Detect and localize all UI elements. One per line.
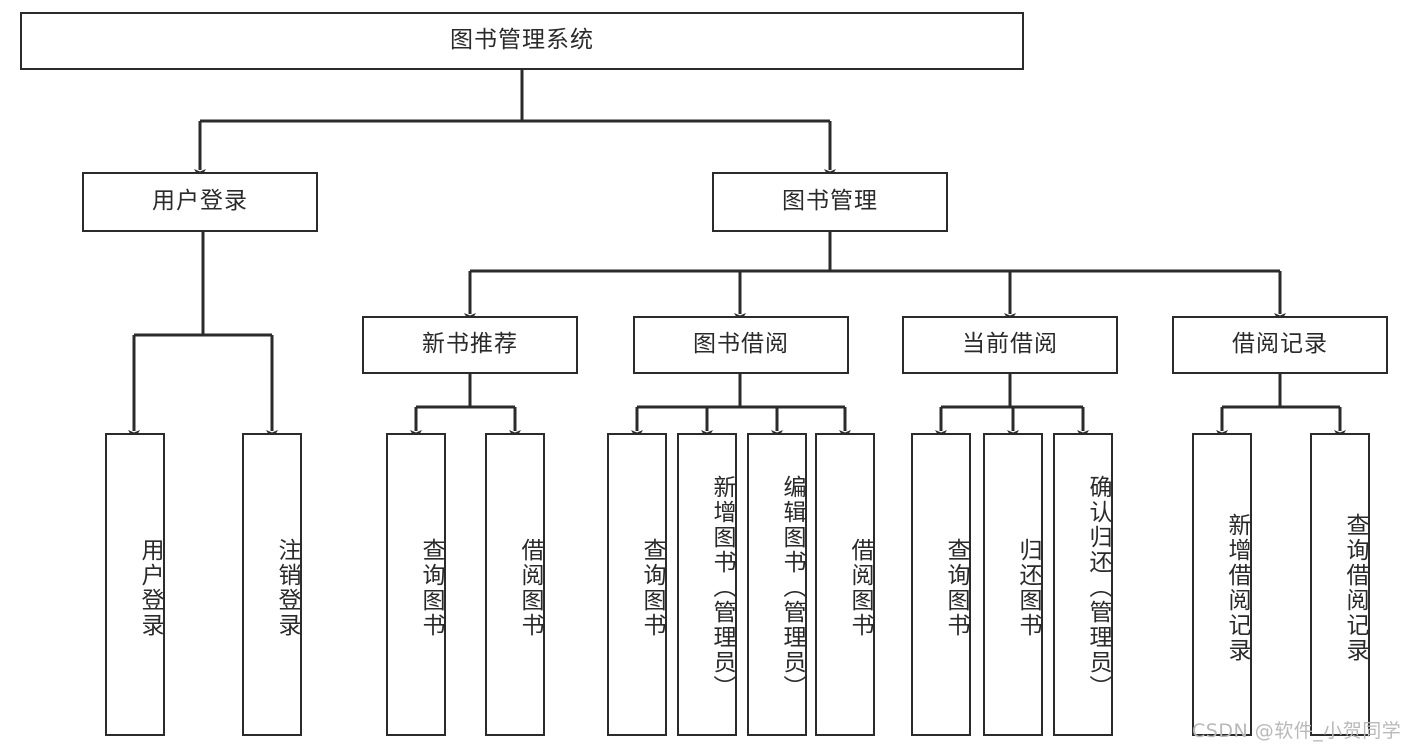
node-label: 借阅图书 xyxy=(517,537,543,638)
node-label: 编辑图书（管理员） xyxy=(779,475,805,700)
branch-node-borrow-record[interactable]: 借阅记录 xyxy=(1172,316,1388,374)
leaf-node-leaf-user-login[interactable]: 用户登录 xyxy=(105,433,165,736)
leaf-node-leaf-query-book-new[interactable]: 查询图书 xyxy=(386,433,446,736)
root-node-root[interactable]: 图书管理系统 xyxy=(20,12,1024,70)
node-label: 新书推荐 xyxy=(422,331,518,358)
leaf-node-leaf-add-borrow-record[interactable]: 新增借阅记录 xyxy=(1192,433,1252,736)
leaf-node-leaf-query-book-current[interactable]: 查询图书 xyxy=(911,433,971,736)
branch-node-user-login[interactable]: 用户登录 xyxy=(82,172,318,232)
node-label: 新增借阅记录 xyxy=(1224,512,1250,663)
branch-node-current-borrow[interactable]: 当前借阅 xyxy=(902,316,1118,374)
leaf-node-leaf-edit-book-admin[interactable]: 编辑图书（管理员） xyxy=(747,433,807,736)
node-label: 查询借阅记录 xyxy=(1342,512,1368,663)
node-label: 图书借阅 xyxy=(693,331,789,358)
csdn-watermark: CSDN @软件_小贺同学 xyxy=(1192,720,1402,742)
node-label: 归还图书 xyxy=(1015,537,1041,638)
branch-node-book-borrow[interactable]: 图书借阅 xyxy=(633,316,849,374)
leaf-node-leaf-add-book-admin[interactable]: 新增图书（管理员） xyxy=(677,433,737,736)
node-label: 注销登录 xyxy=(274,537,300,638)
leaf-node-leaf-borrow-book[interactable]: 借阅图书 xyxy=(815,433,875,736)
node-label: 用户登录 xyxy=(137,537,163,638)
node-label: 借阅记录 xyxy=(1232,331,1328,358)
leaf-node-leaf-return-book[interactable]: 归还图书 xyxy=(983,433,1043,736)
node-label: 图书管理 xyxy=(782,188,878,215)
leaf-node-leaf-logout[interactable]: 注销登录 xyxy=(242,433,302,736)
branch-node-book-management[interactable]: 图书管理 xyxy=(712,172,948,232)
node-label: 借阅图书 xyxy=(847,537,873,638)
leaf-node-leaf-query-book-borrow[interactable]: 查询图书 xyxy=(607,433,667,736)
branch-node-new-book-recommend[interactable]: 新书推荐 xyxy=(362,316,578,374)
node-label: 当前借阅 xyxy=(962,331,1058,358)
node-label: 用户登录 xyxy=(152,188,248,215)
node-label: 查询图书 xyxy=(418,537,444,638)
leaf-node-leaf-query-borrow-record[interactable]: 查询借阅记录 xyxy=(1310,433,1370,736)
node-label: 查询图书 xyxy=(943,537,969,638)
node-label: 确认归还（管理员） xyxy=(1085,475,1111,700)
leaf-node-leaf-borrow-book-new[interactable]: 借阅图书 xyxy=(485,433,545,736)
node-label: 查询图书 xyxy=(639,537,665,638)
node-label: 图书管理系统 xyxy=(450,27,594,54)
node-label: 新增图书（管理员） xyxy=(709,475,735,700)
leaf-node-leaf-confirm-return-admin[interactable]: 确认归还（管理员） xyxy=(1053,433,1113,736)
